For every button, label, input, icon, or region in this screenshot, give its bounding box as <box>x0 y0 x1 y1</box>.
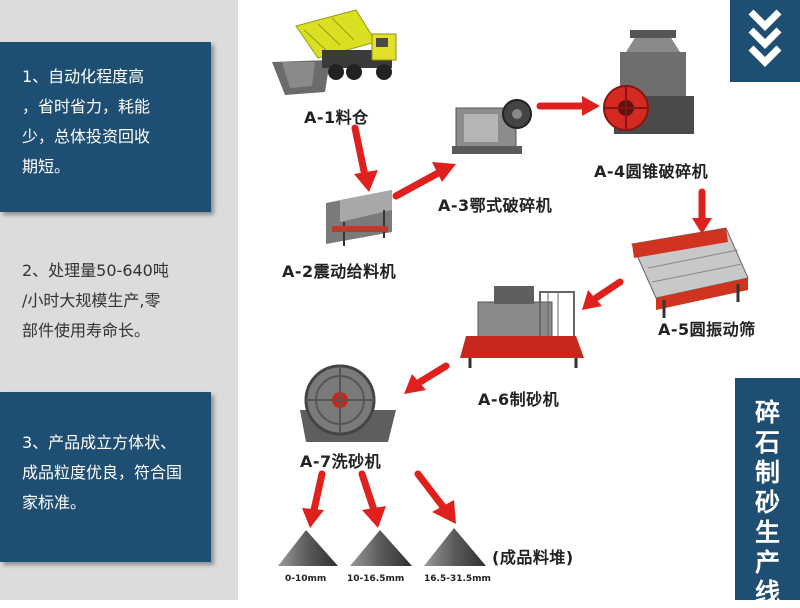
product-size-1: 0-10mm <box>285 574 327 584</box>
arrow-a6-to-a7 <box>404 362 450 394</box>
dump-truck-hopper-image <box>272 9 397 95</box>
arrow-a5-to-a6 <box>582 278 624 310</box>
product-piles <box>278 528 486 566</box>
flow-arrows <box>302 96 712 528</box>
feature-2-line-2: /小时大规模生产,零 <box>22 291 161 310</box>
stage-label-a4: A-4圆锥破碎机 <box>594 162 709 181</box>
arrow-a4-to-a5 <box>692 188 712 234</box>
feature-3-line-3: 家标准。 <box>22 493 87 512</box>
stage-label-a3: A-3鄂式破碎机 <box>438 196 553 215</box>
arrow-a7-to-product-2 <box>358 470 386 528</box>
feature-1-line-4: 期短。 <box>22 157 71 176</box>
feature-2-line-3: 部件使用寿命长。 <box>22 321 151 340</box>
feature-card-2: 2、处理量50-640吨 /小时大规模生产,零 部件使用寿命长。 <box>0 236 211 366</box>
feature-1-line-3: 少，总体投资回收 <box>22 127 151 146</box>
product-pile-3 <box>424 528 486 566</box>
stage-label-a2: A-2震动给料机 <box>282 262 397 281</box>
feature-1-line-2: ，省时省力，耗能 <box>22 97 151 116</box>
feature-card-1: 1、自动化程度高 ，省时省力，耗能 少，总体投资回收 期短。 <box>0 42 211 212</box>
product-size-2: 10-16.5mm <box>347 574 405 584</box>
vibrating-feeder-image <box>326 190 392 246</box>
feature-2-line-1: 2、处理量50-640吨 <box>22 261 169 280</box>
sand-washer-image <box>300 364 396 442</box>
cone-crusher-image <box>603 30 694 134</box>
product-pile-1 <box>278 530 338 566</box>
arrow-a2-to-a3 <box>392 162 456 200</box>
product-size-3: 16.5-31.5mm <box>424 574 491 584</box>
feature-1-line-1: 1、自动化程度高 <box>22 67 145 86</box>
stage-label-a1: A-1料仓 <box>304 108 369 127</box>
jaw-crusher-image <box>452 99 532 154</box>
stage-label-a5: A-5圆振动筛 <box>658 320 756 339</box>
feature-card-3: 3、产品成立方体状、 成品粒度优良，符合国 家标准。 <box>0 392 211 562</box>
product-pile-2 <box>350 530 412 566</box>
scroll-down-badge <box>730 0 800 82</box>
sand-making-machine-image <box>460 286 584 368</box>
stage-label-a7: A-7洗砂机 <box>300 452 382 471</box>
arrow-a3-to-a4 <box>536 96 600 116</box>
vibrating-screen-image <box>631 227 749 318</box>
arrow-a7-to-product-1 <box>302 470 326 528</box>
feature-3-line-2: 成品粒度优良，符合国 <box>22 463 183 482</box>
double-chevron-down-icon <box>748 9 782 67</box>
production-line-title: 碎石制砂生产线 <box>735 378 800 607</box>
feature-3-line-1: 3、产品成立方体状、 <box>22 433 177 452</box>
products-label: (成品料堆) <box>492 548 574 567</box>
stage-label-a6: A-6制砂机 <box>478 390 560 409</box>
arrow-a1-to-a2 <box>351 124 378 192</box>
arrow-a7-to-product-3 <box>414 470 456 524</box>
production-line-title-text: 碎石制砂生产线 <box>754 398 780 607</box>
